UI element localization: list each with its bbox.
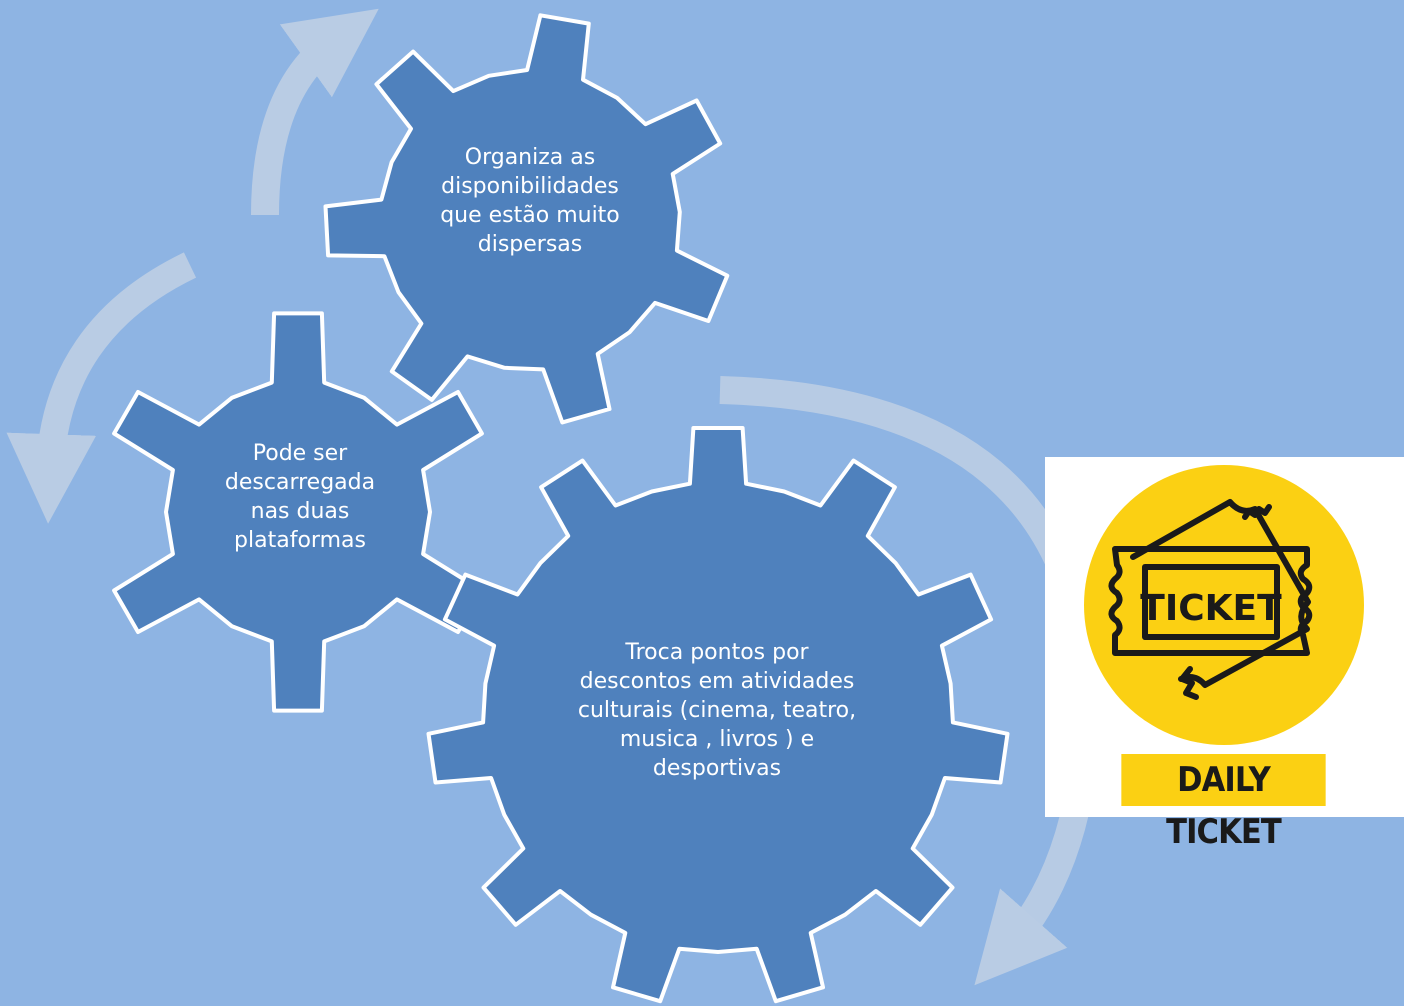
gear-top-label: Organiza as disponibilidades que estão m… bbox=[440, 145, 620, 257]
daily-ticket-logo: TICKET DAILY TICKET bbox=[1045, 457, 1404, 852]
ticket-text: TICKET bbox=[1140, 588, 1282, 629]
logo-banner: DAILY TICKET bbox=[1121, 754, 1326, 852]
gear-bottom-shape bbox=[426, 426, 1010, 1004]
gear-left-label: Pode ser descarregada nas duas plataform… bbox=[224, 441, 376, 553]
cycle-arrow-left bbox=[6, 252, 197, 524]
cycle-arrow-top bbox=[251, 8, 379, 216]
gear-bottom-label: Troca pontos por descontos em atividades… bbox=[577, 640, 857, 781]
gear-top-shape bbox=[323, 13, 730, 425]
gear-left-shape bbox=[112, 311, 484, 713]
ticket-icon: TICKET bbox=[1084, 465, 1364, 745]
